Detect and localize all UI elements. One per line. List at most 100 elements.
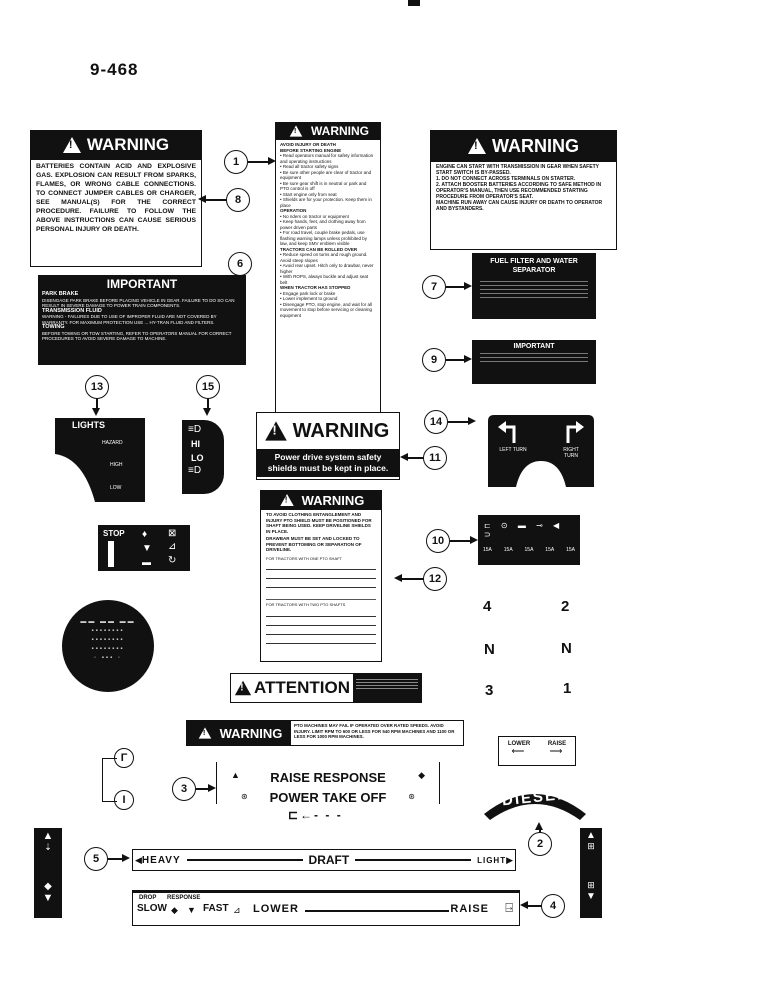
fuel-filter-decal: FUEL FILTER AND WATER SEPARATOR — [472, 253, 596, 319]
shield-warning-text: Power drive system safety shields must b… — [257, 449, 399, 477]
leader-4 — [526, 905, 542, 907]
op-line: • Keep hands, feet, and clothing away fr… — [280, 219, 366, 230]
pto-icon-left: ⊛ — [241, 792, 248, 801]
pull-label: PULL — [101, 547, 106, 558]
leader-12 — [400, 578, 424, 580]
op-line: • Be sure other people are clear of trac… — [280, 169, 372, 181]
response-label: RESPONSE — [167, 895, 201, 901]
slow-label: SLOW — [137, 903, 167, 914]
op-line: BEFORE STARTING ENGINE — [280, 147, 342, 153]
lights-high: HIGH — [110, 462, 123, 468]
tortoise-icon: ◆ — [418, 770, 425, 780]
park-line: WARNING - FAILURES DUE TO USE OF IMPROPE… — [42, 314, 217, 325]
leader-13 — [96, 398, 98, 410]
raise-implement-icon: ⍈ — [505, 900, 513, 915]
restart-icon: ↻ — [168, 555, 177, 566]
park-line: DISENGAGE PARK BRAKE BEFORE PLACING VEHI… — [42, 297, 235, 309]
preheat-icon: ⊠ — [168, 528, 177, 539]
leader-9 — [446, 359, 466, 361]
fuse-label: 15A — [566, 547, 575, 553]
pto-diagram-2 — [266, 615, 376, 656]
leader-1 — [248, 161, 270, 163]
pto-warning-header: WARNING — [260, 490, 382, 510]
callout-15: 15 — [196, 375, 220, 399]
tortoise-icon: ◆ — [171, 905, 178, 915]
lo-label: LO — [191, 453, 204, 463]
leader-1-arrow — [268, 157, 276, 165]
up-arrow-icon: ▲ — [586, 830, 596, 841]
hare-icon: ▼ — [187, 905, 196, 915]
arrow-right-icon: ⟶ — [549, 746, 563, 756]
draft-decal: ◀ HEAVY DRAFT LIGHT ▶ — [132, 849, 516, 871]
fuel-icon: ▬ — [142, 557, 151, 567]
draft-control-icon: I — [114, 790, 134, 810]
op-line: WHEN TRACTOR HAS STOPPED — [280, 285, 351, 290]
battery-warning-decal: WARNING BATTERIES CONTAIN ACID AND EXPLO… — [30, 130, 202, 267]
important-park-decal: IMPORTANT PARK BRAKE DISENGAGE PARK BRAK… — [38, 275, 246, 365]
warning-triangle-icon — [279, 494, 294, 506]
hare-icon: ▲ — [231, 770, 240, 780]
fuel-filter-text-lines — [480, 281, 588, 298]
op-line: • Lower implement to ground — [280, 296, 338, 301]
important-small-title: IMPORTANT — [513, 343, 555, 350]
op-line: • Read all tractor safety signs — [280, 164, 339, 169]
overspeed-warning-title: WARNING — [219, 725, 283, 741]
op-line: • Read operators manual for safety infor… — [280, 153, 374, 164]
pto-warning-decal: WARNING TO AVOID CLOTHING ENTANGLEMENT A… — [260, 490, 382, 662]
battery-warning-text: BATTERIES CONTAIN ACID AND EXPLOSIVE GAS… — [36, 163, 196, 233]
down-arrow-icon: ▼ — [42, 892, 54, 904]
callout-2: 2 — [528, 832, 552, 856]
response-raise-label: RAISE — [450, 903, 489, 915]
op-line: TRACTORS CAN BE ROLLED OVER — [280, 246, 358, 252]
shield-warning-decal: WARNING Power drive system safety shield… — [256, 412, 400, 480]
start-warning-header: WARNING — [430, 130, 617, 162]
turn-decal — [488, 415, 594, 487]
raise-response-title: RAISE RESPONSE — [270, 770, 386, 785]
lower-raise-arrows: ⟵ ⟶ — [499, 746, 575, 757]
high-beam-icon: ≡D — [188, 424, 202, 435]
important-park-lines: PARK BRAKE DISENGAGE PARK BRAKE BEFORE P… — [38, 291, 246, 343]
lower-label: LOWER — [507, 741, 531, 747]
position-bracket — [102, 758, 117, 802]
lights-low: LOW — [110, 485, 122, 491]
position-control-icon: Γ — [114, 748, 134, 768]
callout-9: 9 — [422, 348, 446, 372]
fuse-label: 15A — [503, 547, 513, 553]
callout-11: 11 — [423, 446, 447, 470]
gear-n-right: N — [561, 640, 572, 657]
important-small-decal: IMPORTANT — [472, 340, 596, 384]
left-lift-arrows-decal: ▲ ⇣ ◆ ▼ — [34, 828, 62, 918]
arrow-left-icon: ⟵ — [511, 746, 525, 756]
battery-warning-title: WARNING — [86, 135, 170, 154]
op-line: • For road travel, couple brake pedals, … — [280, 230, 368, 246]
leader-12-arrow — [394, 574, 402, 582]
fuel-filter-title: FUEL FILTER AND WATER SEPARATOR — [490, 258, 578, 274]
tractor-up-icon: ⇣ — [44, 842, 52, 852]
hi-label: HI — [191, 439, 200, 449]
op-line: • Disengage PTO, stop engine, and wait f… — [280, 301, 373, 318]
leader-15 — [207, 398, 209, 410]
raise-label: RAISE — [547, 741, 567, 747]
heavy-arrow-icon: ◀ — [135, 854, 142, 865]
raise-response-decal: ▲ RAISE RESPONSE ◆ ⊛ POWER TAKE OFF ⊛ — [216, 762, 440, 805]
pto-icon-right: ⊛ — [408, 792, 415, 801]
drop-label: DROP — [139, 895, 157, 901]
gear-4: 4 — [483, 598, 492, 615]
top-fragment — [408, 0, 420, 6]
right-lift-arrows-decal: ▲ ⊞ ⊞ ▼ — [580, 828, 602, 918]
leader-10 — [450, 540, 472, 542]
park-line: TOWING — [42, 324, 65, 330]
callout-12: 12 — [423, 567, 447, 591]
response-decal: DROP RESPONSE SLOW ◆ ▼ FAST ⊿ LOWER RAIS… — [132, 890, 520, 926]
tractor-icon: ⊞ — [587, 841, 595, 851]
gear-2: 2 — [561, 598, 570, 615]
light-label: LIGHT — [477, 855, 507, 865]
pto-sub1: FOR TRACTORS WITH ONE PTO SHAFT — [266, 555, 343, 561]
lights-decal — [55, 418, 145, 502]
operator-warning-title: WARNING — [311, 124, 369, 138]
fast-label: FAST — [203, 903, 229, 914]
attention-decal: ATTENTION — [230, 673, 422, 703]
leader-4-arrow — [520, 901, 528, 909]
callout-10: 10 — [426, 529, 450, 553]
leader-7 — [446, 286, 466, 288]
